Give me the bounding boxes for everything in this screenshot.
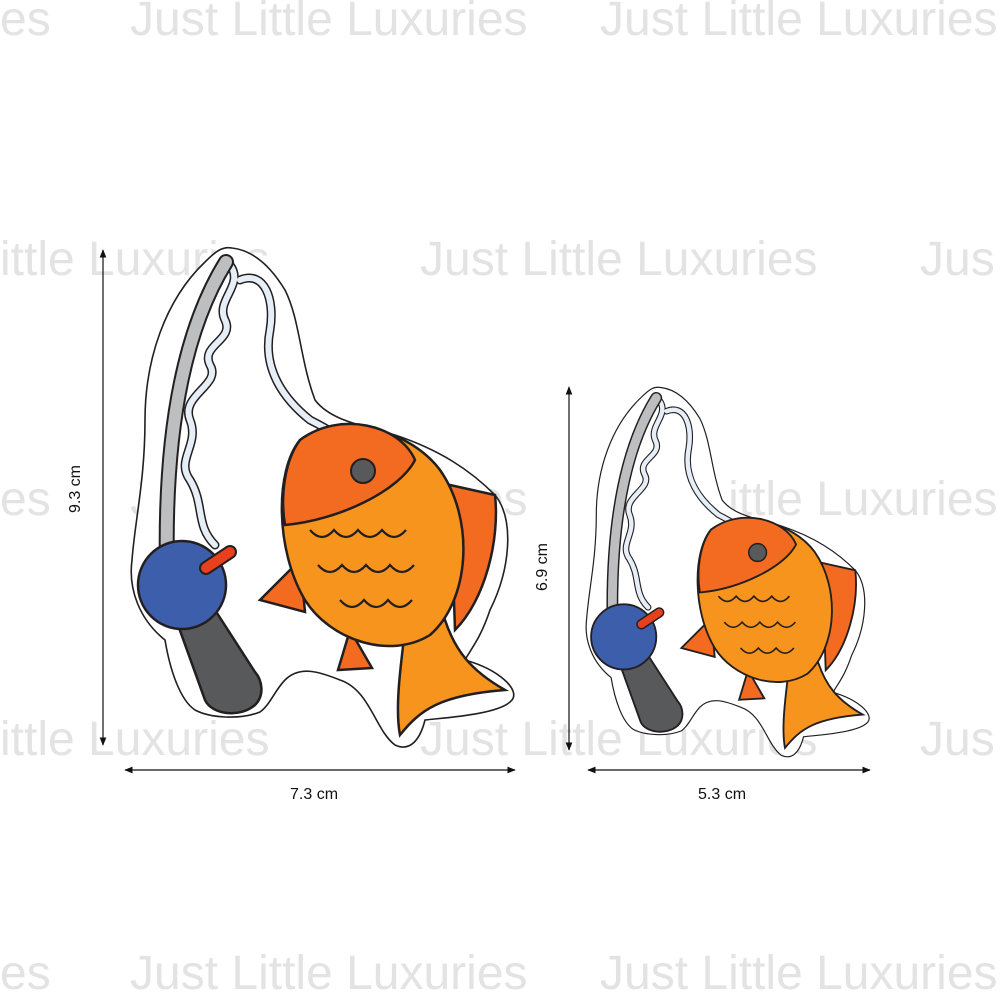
watermark: Jus [920, 713, 995, 766]
small-height-label: 6.9 cm [534, 542, 552, 592]
watermark: ittle Luxuries [0, 713, 270, 766]
watermark: Just Little Luxuries [130, 947, 528, 1000]
watermark: es [0, 473, 51, 526]
watermark: Just Little Luxuries [420, 713, 818, 766]
small-width-label: 5.3 cm [698, 786, 747, 803]
watermark: es [0, 947, 51, 1000]
large-width-label: 7.3 cm [290, 786, 339, 803]
watermark: Just Little Luxuries [130, 0, 528, 46]
watermark: Jus [920, 233, 995, 286]
small-cutter [586, 387, 869, 757]
watermark: Just Little Luxuries [600, 0, 998, 46]
large-height-label: 9.3 cm [67, 464, 85, 514]
large-cutter [131, 248, 514, 747]
watermark: Just Little Luxuries [600, 947, 998, 1000]
watermark: Just Little Luxuries [420, 233, 818, 286]
watermark: es [0, 0, 51, 46]
